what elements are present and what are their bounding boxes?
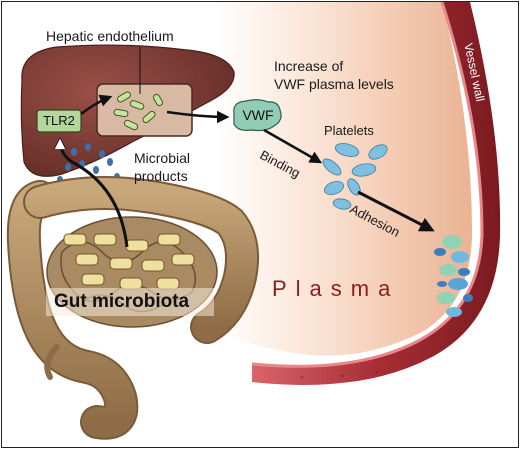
vessel-wall-icon: [252, 2, 501, 385]
plasma-region: [217, 2, 472, 356]
bacterium-icon: [113, 91, 163, 131]
tlr2-box: [36, 109, 82, 133]
hepatic-endothelium-label: Hepatic endothelium: [46, 28, 174, 44]
plasma-label: Plasma: [272, 276, 400, 301]
vessel-wall-texture: [300, 60, 494, 379]
hepatic-endothelium-box: [96, 83, 193, 137]
adhesion-arrow: [357, 190, 435, 232]
tlr2-to-endothelium-arrow: [80, 94, 113, 116]
vwf-label: VWF: [242, 107, 274, 123]
endothelium-to-vwf-arrow: [166, 110, 230, 124]
tlr2-label: TLR2: [43, 113, 75, 128]
microbe-icon: [63, 233, 195, 290]
gut-to-tlr2-arrow: [60, 140, 129, 248]
increase-label-line1: Increase of: [274, 58, 344, 74]
vessel-wall-inner-edge: [251, 2, 484, 368]
platelets-label: Platelets: [324, 123, 374, 138]
microbial-products-line1: Microbial: [134, 150, 191, 166]
adhered-platelets: [434, 235, 473, 317]
vwf-icon: [233, 99, 282, 132]
increase-label-line2: VWF plasma levels: [274, 76, 394, 92]
binding-arrow: [263, 128, 323, 164]
gut-microbiota-label-bg: [46, 288, 214, 316]
gut-microbiota-label: Gut microbiota: [54, 291, 190, 312]
microbial-products-line2: products: [134, 168, 188, 184]
platelet-icon: [322, 143, 388, 210]
